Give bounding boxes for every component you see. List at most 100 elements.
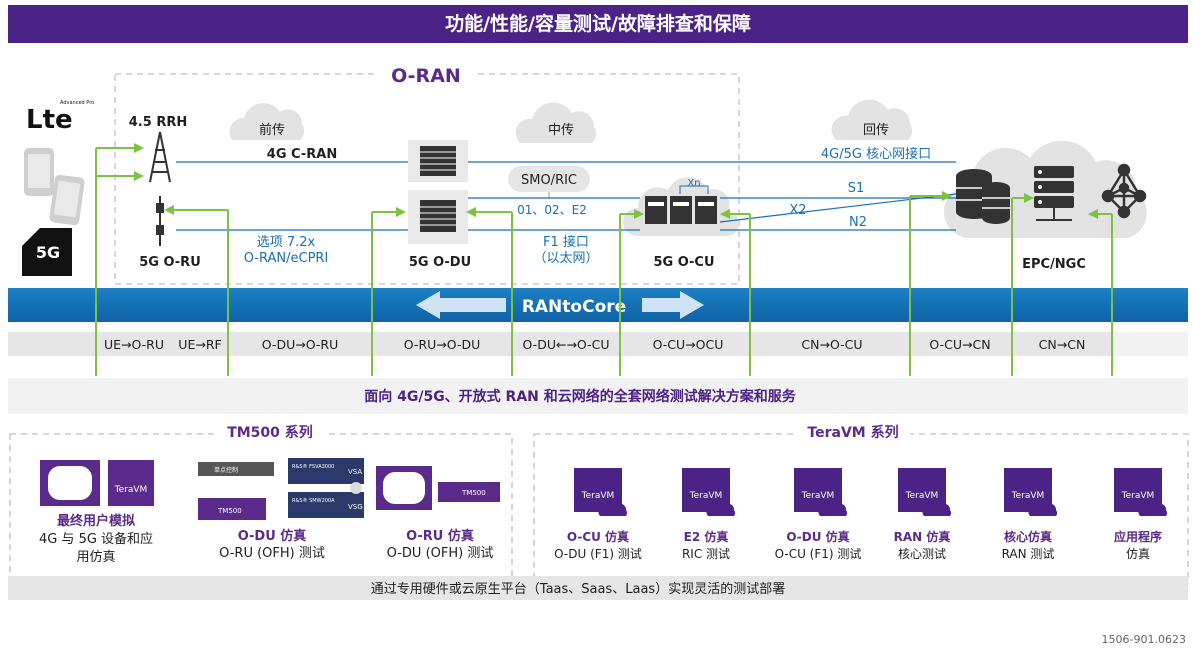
teravm-brand: TeraVM <box>689 491 723 501</box>
tm500-item-desc: 用仿真 <box>76 550 115 565</box>
cloud-label-fronthaul: 前传 <box>259 122 285 138</box>
x2-label: X2 <box>789 203 806 218</box>
cloud-icon <box>922 500 952 516</box>
green-connectors <box>95 143 1113 376</box>
teravm-item-desc: 核心测试 <box>898 546 946 561</box>
fsva-label: R&S® FSVA3000 <box>292 463 334 470</box>
database-icon <box>956 169 1010 224</box>
teravm-item-title: 应用程序 <box>1114 529 1162 544</box>
tm500-item-desc: 4G 与 5G 设备和应 <box>39 531 153 547</box>
teravm-item: TeraVM 核心仿真 RAN 测试 <box>1002 468 1058 561</box>
f1-label-2: （以太网） <box>533 251 598 266</box>
test-strip-label: O-CU→OCU <box>653 337 724 352</box>
teravm-item-desc: O-CU (F1) 测试 <box>775 546 862 561</box>
teravm-item-title: E2 仿真 <box>684 529 729 544</box>
teravm-brand: TeraVM <box>905 491 939 501</box>
deploy-banner-text: 通过专用硬件或云原生平台（Taas、Saas、Laas）实现灵活的测试部署 <box>371 581 785 597</box>
cran-label: 4G C-RAN <box>267 147 337 162</box>
teravm-brand: TeraVM <box>1011 491 1045 501</box>
cloud-label-backhaul: 回传 <box>863 123 889 138</box>
teravm-item: TeraVM O-DU 仿真 O-CU (F1) 测试 <box>775 468 862 561</box>
o12-label: 01、02、E2 <box>517 203 587 217</box>
rrh-label: 4.5 RRH <box>129 115 187 130</box>
test-strip-label: O-DU←→O-CU <box>523 337 610 352</box>
5g-logo: 5G <box>22 228 72 276</box>
solutions-banner-text: 面向 4G/5G、开放式 RAN 和云网络的全套网络测试解决方案和服务 <box>364 388 797 405</box>
teravm-item-title: RAN 仿真 <box>894 529 951 544</box>
test-strip-label: CN→CN <box>1039 337 1086 352</box>
test-strip <box>8 332 1188 356</box>
odu-server-icon-bottom <box>408 190 468 244</box>
opt-label-1: 选项 7.2x <box>257 235 316 250</box>
tm500-title-bg <box>216 422 326 442</box>
smw-label: R&S® SMW200A <box>292 497 335 504</box>
tm500-item-desc: O-DU (OFH) 测试 <box>387 546 494 561</box>
cloud-backhaul: 回传 <box>831 99 913 140</box>
oran-title: O-RAN <box>391 65 461 87</box>
teravm-item: TeraVM O-CU 仿真 O-DU (F1) 测试 <box>554 468 642 561</box>
teravm-item-desc: RAN 测试 <box>1002 546 1055 561</box>
single-point-control-label: 单点控制 <box>214 466 238 474</box>
tm500-unit-label: TM500 <box>217 507 242 515</box>
test-strip-label: UE→O-RU <box>104 337 164 352</box>
smo-pill <box>508 166 590 192</box>
core-server-icon <box>1034 166 1074 221</box>
oru-label: 5G O-RU <box>139 255 201 270</box>
teravm-brand-small: TeraVM <box>114 485 148 495</box>
header-bar <box>8 5 1188 43</box>
rantocore-arrow-left <box>416 291 506 319</box>
cloud-label-midhaul: 中传 <box>548 123 574 138</box>
teravm-group <box>533 433 1189 585</box>
tm500-title: TM500 系列 <box>227 424 313 441</box>
odu-server-icon-top <box>408 140 468 182</box>
teravm-item-desc: O-DU (F1) 测试 <box>554 546 642 561</box>
epc-label: EPC/NGC <box>1022 257 1086 272</box>
teravm-item-title: O-DU 仿真 <box>786 529 849 544</box>
lte-logo: Lte Advanced Pro <box>26 100 94 135</box>
teravm-title: TeraVM 系列 <box>807 424 898 441</box>
s1-label: S1 <box>848 181 865 196</box>
lte-logo-text: Lte <box>26 105 73 135</box>
network-mesh-icon <box>1101 163 1147 219</box>
teravm-brand: TeraVM <box>801 491 835 501</box>
test-strip-labels: UE→O-RU UE→RF O-DU→O-RU O-RU→O-DU O-DU←→… <box>104 337 1085 352</box>
xn-bracket <box>679 185 709 194</box>
teravm-item-title: O-CU 仿真 <box>567 529 629 544</box>
rrh-tower-icon <box>149 131 171 183</box>
teravm-brand: TeraVM <box>581 491 615 501</box>
teravm-title-bg <box>796 422 910 442</box>
phones-icon <box>24 148 85 226</box>
tm500-item-title: O-RU 仿真 <box>406 528 474 544</box>
test-strip-label: O-RU→O-DU <box>404 337 480 352</box>
oru-antenna-icon <box>156 196 164 246</box>
odu-emulator-rack-icon: 单点控制 TM500 R&S® FSVA3000 VSA R&S® SMW200… <box>198 458 364 520</box>
tm500-item-title: 最终用户模拟 <box>57 513 135 529</box>
5g-logo-text: 5G <box>36 243 60 262</box>
ocu-label: 5G O-CU <box>653 255 714 270</box>
test-strip-end <box>1112 332 1188 356</box>
cloud-fronthaul: 前传 <box>229 103 305 140</box>
teravm-brand: TeraVM <box>1121 491 1155 501</box>
tm500-device-icon: TeraVM <box>40 460 154 506</box>
f1-label-1: F1 接口 <box>543 234 589 250</box>
link-lines <box>176 161 957 231</box>
teravm-item: TeraVM E2 仿真 RIC 测试 <box>682 468 735 561</box>
cloud-icon <box>706 500 735 516</box>
cloud-icon <box>818 500 848 516</box>
test-strip-label: UE→RF <box>178 337 221 352</box>
oran-title-bg <box>378 64 474 86</box>
lte-logo-sup: Advanced Pro <box>60 100 94 106</box>
header-title: 功能/性能/容量测试/故障排查和保障 <box>445 12 751 35</box>
doc-code: 1506-901.0623 <box>1102 633 1186 646</box>
ocu-server-icon <box>645 196 717 224</box>
test-strip-label: CN→O-CU <box>801 337 862 352</box>
vsa-label: VSA <box>348 468 362 476</box>
vsg-label: VSG <box>348 503 363 511</box>
opt-label-2: O-RAN/eCPRI <box>244 251 329 266</box>
deploy-banner <box>8 576 1188 600</box>
teravm-item-title: 核心仿真 <box>1004 529 1052 544</box>
teravm-item-desc: RIC 测试 <box>682 546 730 561</box>
